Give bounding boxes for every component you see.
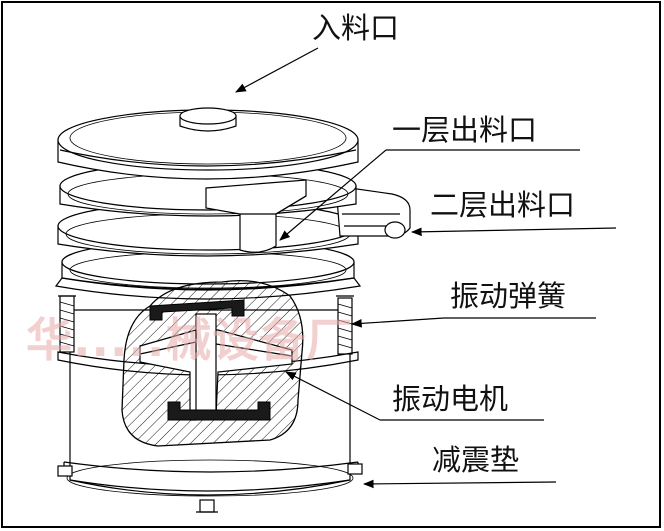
layer1-outlet-spout bbox=[205, 179, 307, 253]
inlet-tube bbox=[179, 107, 237, 132]
label-motor: 振动电机 bbox=[392, 382, 508, 416]
watermark: 华.....械设备厂 bbox=[26, 313, 353, 367]
damping-pad bbox=[57, 463, 363, 513]
top-cover bbox=[57, 109, 359, 180]
label-damping-pad: 减震垫 bbox=[432, 443, 519, 477]
label-inlet: 入料口 bbox=[312, 11, 399, 45]
label-outlet-layer2: 二层出料口 bbox=[430, 188, 575, 222]
label-outlet-layer1: 一层出料口 bbox=[392, 113, 537, 147]
label-spring: 振动弹簧 bbox=[450, 279, 566, 313]
leader-lines bbox=[235, 47, 617, 489]
vibration-motor-cutaway bbox=[121, 279, 304, 447]
